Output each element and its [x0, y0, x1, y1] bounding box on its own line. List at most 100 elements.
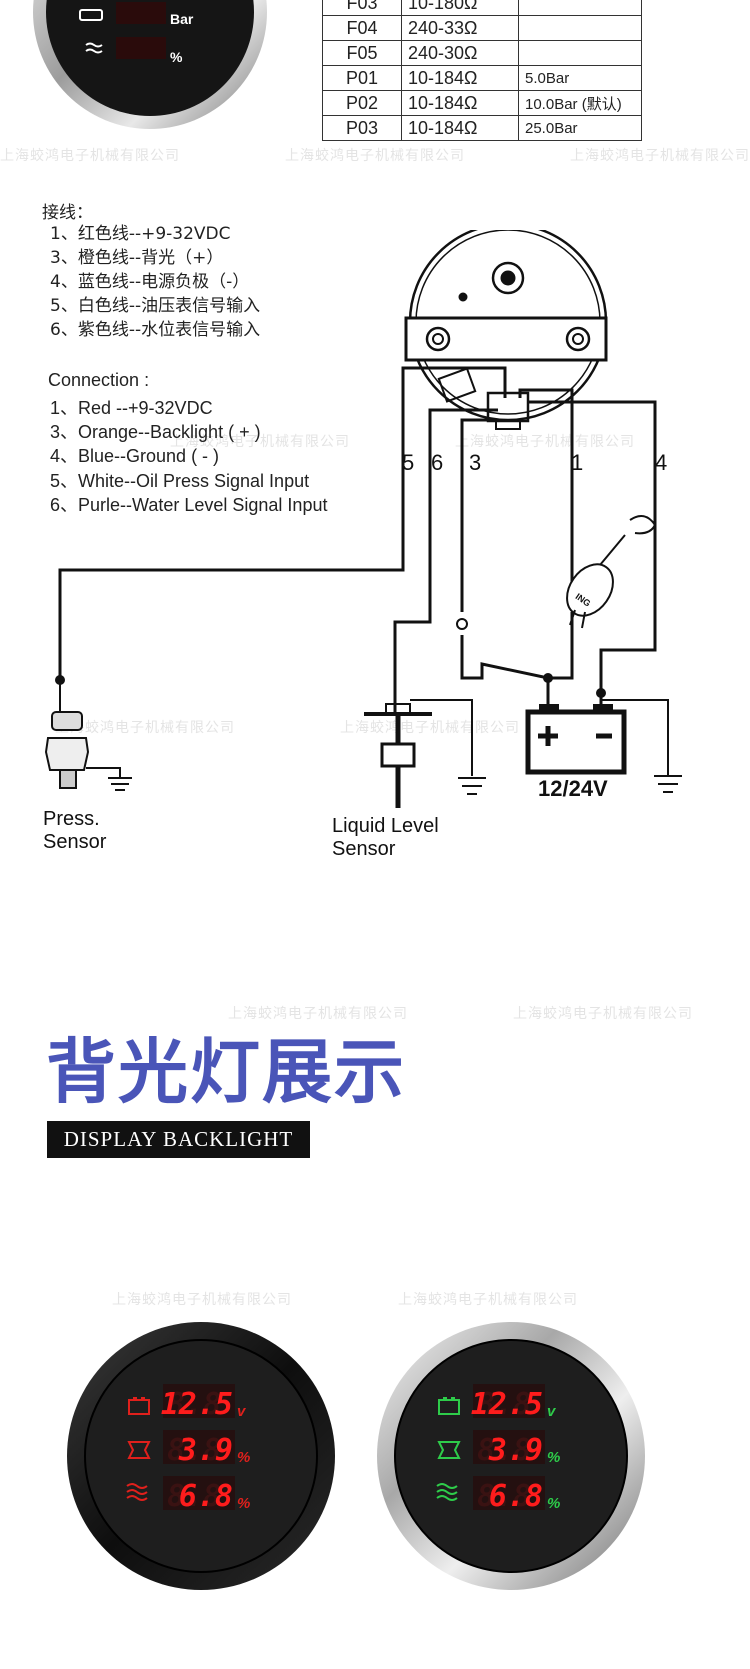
wiring-cn-item: 5、白色线--油压表信号输入	[50, 296, 261, 316]
press-sensor-icon	[44, 680, 132, 791]
wire-number-3: 3	[469, 450, 481, 475]
wire-number-5: 5	[402, 450, 414, 475]
unit-level: %	[547, 1449, 560, 1466]
water-icon	[85, 42, 103, 54]
watermark: 上海蛟鸿电子机械有限公司	[55, 720, 235, 736]
section-title-en: DISPLAY BACKLIGHT	[47, 1121, 310, 1158]
spec-cell-range: 10-184Ω	[401, 115, 519, 141]
wire-1	[518, 388, 574, 585]
wiring-cn-item: 4、蓝色线--电源负极（-）	[50, 272, 250, 292]
spec-cell-code: P03	[322, 115, 402, 141]
lcd-window	[473, 1476, 545, 1510]
water-temp-icon	[436, 1483, 458, 1501]
watermark: 上海蛟鸿电子机械有限公司	[398, 1292, 578, 1308]
wire-number-4: 4	[655, 450, 667, 475]
spec-cell-range: 10-180Ω	[401, 0, 519, 16]
watermark: 上海蛟鸿电子机械有限公司	[455, 434, 635, 450]
svg-text:8.8: 8.8	[167, 1387, 221, 1422]
spec-cell-range: 240-30Ω	[401, 40, 519, 66]
lcd-window	[163, 1476, 235, 1510]
svg-text:8.8: 8.8	[477, 1433, 531, 1468]
wiring-cn-item: 3、橙色线--背光（+）	[50, 248, 224, 268]
spec-cell-code: F05	[322, 40, 402, 66]
wire-number-1: 1	[571, 450, 583, 475]
watermark: 上海蛟鸿电子机械有限公司	[170, 434, 350, 450]
wiring-diagram: ING	[44, 230, 682, 808]
spec-cell-note	[518, 40, 642, 66]
battery-icon	[128, 1397, 150, 1415]
water-temp-icon	[126, 1483, 148, 1501]
watermark: 上海蛟鸿电子机械有限公司	[340, 720, 520, 736]
spec-cell-range: 240-33Ω	[401, 15, 519, 41]
wiring-en-header: Connection :	[48, 370, 150, 390]
readout-voltage: 12.5	[471, 1387, 543, 1422]
wire-5	[58, 366, 507, 680]
watermark: 上海蛟鸿电子机械有限公司	[0, 148, 180, 164]
svg-text:8.8: 8.8	[477, 1387, 531, 1422]
liquid-level-sensor-label: Liquid Level Sensor	[332, 815, 439, 860]
unit-voltage: v	[237, 1403, 247, 1420]
spec-cell-range: 10-184Ω	[401, 90, 519, 116]
wiring-en-item: 5、White--Oil Press Signal Input	[50, 471, 310, 491]
readout-water: 6.8	[489, 1479, 543, 1514]
spec-cell-note	[518, 0, 642, 16]
gauge-stud	[491, 261, 525, 295]
readout-level: 3.9	[178, 1433, 233, 1468]
wiring-en-item: 6、Purle--Water Level Signal Input	[50, 495, 328, 515]
wiring-en-item: 3、Orange--Backlight ( + )	[50, 422, 261, 442]
spec-cell-note: 10.0Bar (默认)	[518, 90, 642, 116]
spec-cell-code: P02	[322, 90, 402, 116]
tank-icon	[437, 1441, 461, 1459]
battery-icon	[525, 704, 627, 775]
lcd-window	[163, 1384, 235, 1418]
lcd-window	[163, 1430, 235, 1464]
liquid-level-sensor-icon	[364, 699, 486, 808]
watermark: 上海蛟鸿电子机械有限公司	[570, 148, 750, 164]
unit-water: %	[237, 1495, 250, 1512]
readout-voltage: 12.5	[161, 1387, 233, 1422]
spec-cell-code: F04	[322, 15, 402, 41]
svg-text:8.8: 8.8	[477, 1479, 531, 1514]
unit-level: %	[237, 1449, 250, 1466]
spec-cell-code: F03	[322, 0, 402, 16]
press-sensor-label: Press. Sensor	[43, 808, 107, 853]
unit-voltage: v	[547, 1403, 557, 1420]
svg-text:8.8: 8.8	[167, 1433, 221, 1468]
wire-4	[527, 400, 657, 712]
readout-level: 3.9	[488, 1433, 543, 1468]
ignition-switch-icon	[566, 515, 657, 629]
wiring-en-item: 4、Blue--Ground ( - )	[50, 446, 220, 466]
spec-cell-note	[518, 15, 642, 41]
unit-bar: Bar	[170, 11, 194, 27]
spec-cell-note: 25.0Bar	[518, 115, 642, 141]
spec-cell-range: 10-184Ω	[401, 65, 519, 91]
section-title-cn: 背光灯展示	[46, 1031, 406, 1113]
oil-can-icon	[79, 9, 103, 21]
wire-3	[460, 418, 497, 612]
wiring-en-item: 1、Red --+9-32VDC	[50, 398, 213, 418]
readout-water: 6.8	[179, 1479, 233, 1514]
ignition-switch-line	[460, 612, 574, 680]
spec-cell-note: 5.0Bar	[518, 65, 642, 91]
wire-6	[393, 408, 498, 712]
lcd-window	[473, 1430, 545, 1464]
watermark: 上海蛟鸿电子机械有限公司	[112, 1292, 292, 1308]
battery-icon	[438, 1397, 460, 1415]
watermark: 上海蛟鸿电子机械有限公司	[228, 1006, 408, 1022]
tank-icon	[127, 1441, 151, 1459]
connector	[486, 391, 530, 423]
top-gauge: Bar %	[33, 0, 267, 129]
battery-voltage-label: 12/24V	[538, 776, 608, 801]
wire-number-6: 6	[431, 450, 443, 475]
wiring-cn-header: 接线：	[42, 203, 93, 223]
watermark: 上海蛟鸿电子机械有限公司	[285, 148, 465, 164]
